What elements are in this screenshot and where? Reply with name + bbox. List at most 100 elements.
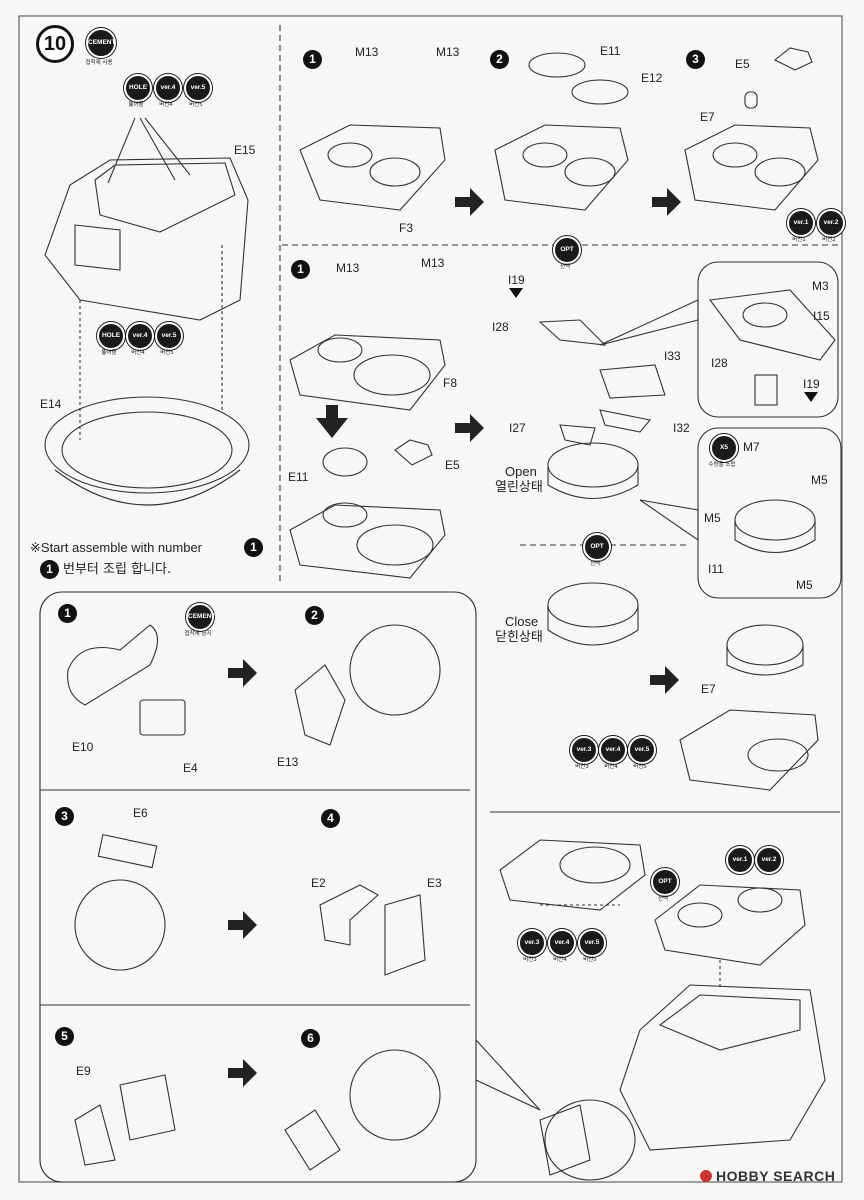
ver4-caption: 버전4: [131, 350, 145, 356]
part-label: I32: [673, 421, 690, 435]
part-label: E4: [183, 761, 198, 775]
note-en: ※Start assemble with number: [30, 540, 203, 555]
sub-step-number: 2: [305, 606, 324, 625]
ver2-badge: ver.2: [817, 209, 845, 237]
opt-caption: 선택: [657, 896, 669, 902]
part-label: E14: [40, 397, 62, 411]
part-label: M13: [436, 45, 460, 59]
hole-caption: 뚫어줌: [101, 350, 117, 356]
part-label: I11: [708, 562, 724, 576]
part-label: E7: [701, 682, 716, 696]
ver4-caption: 버전4: [553, 957, 567, 963]
ver5-caption: 버전5: [583, 957, 597, 963]
part-label: I15: [813, 309, 830, 323]
watermark: HOBBY SEARCH: [700, 1168, 835, 1184]
part-label: E6: [133, 806, 148, 820]
part-label: F3: [399, 221, 414, 235]
x5-badge: X5: [710, 434, 738, 462]
part-label: E5: [445, 458, 460, 472]
no-cement-badge: CEMENT: [186, 603, 215, 631]
sub-step-number: 1: [291, 260, 310, 279]
sub-step-number: 3: [686, 50, 705, 69]
ver4-badge: ver.4: [154, 74, 182, 102]
part-label: E10: [72, 740, 94, 754]
note-number: 1: [244, 538, 263, 557]
hole-badge: HOLE: [124, 74, 152, 102]
warning-triangle-icon: [804, 392, 818, 402]
sub-step-number: 3: [55, 807, 74, 826]
ver1-badge: ver.1: [787, 209, 815, 237]
part-label: M5: [704, 511, 721, 525]
part-label: E15: [234, 143, 256, 157]
no-cement-caption: 접착제 금지: [184, 631, 212, 637]
ver1-caption: 버전1: [792, 237, 806, 243]
hole-caption: 뚫어줌: [128, 102, 144, 108]
part-label: E12: [641, 71, 663, 85]
ver5-badge: ver.5: [628, 736, 656, 764]
part-label: F8: [443, 376, 458, 390]
opt-caption: 선택: [589, 561, 601, 567]
ver3-caption: 버전3: [523, 957, 537, 963]
ver4-badge: ver.4: [548, 929, 576, 957]
ver4-caption: 버전4: [604, 764, 618, 770]
ver3-caption: 버전3: [575, 764, 589, 770]
part-label: M5: [811, 473, 828, 487]
cement-badge: CEMENT: [86, 28, 116, 58]
part-label: E5: [735, 57, 750, 71]
warning-triangle-icon: [509, 288, 523, 298]
sub-step-number: 1: [303, 50, 322, 69]
ver2-badge: ver.2: [755, 846, 783, 874]
part-label: M3: [812, 279, 829, 293]
sub-step-number: 1: [58, 604, 77, 623]
ver5-caption: 버전5: [160, 350, 174, 356]
ver1-badge: ver.1: [726, 846, 754, 874]
sub-step-number: 4: [321, 809, 340, 828]
part-label: I19: [803, 377, 820, 391]
opt-badge: OPT: [651, 868, 679, 896]
part-label: M13: [336, 261, 360, 275]
part-label: I28: [711, 356, 728, 370]
ver2-caption: 버전2: [822, 237, 836, 243]
x5-caption: 수량을 조립: [708, 462, 736, 468]
close-state-label: Close: [505, 614, 539, 629]
ver4-badge: ver.4: [126, 322, 154, 350]
part-label: I27: [509, 421, 526, 435]
ver5-badge: ver.5: [184, 74, 212, 102]
watermark-text: HOBBY SEARCH: [716, 1168, 836, 1184]
ver5-badge: ver.5: [578, 929, 606, 957]
close-state-label-kr: 닫힌상태: [495, 630, 543, 645]
opt-badge: OPT: [583, 533, 611, 561]
part-label: M5: [796, 578, 813, 592]
part-label: M7: [743, 440, 760, 454]
open-state-label-kr: 열린상태: [495, 480, 543, 495]
ver3-badge: ver.3: [518, 929, 546, 957]
ver4-caption: 버전4: [159, 102, 173, 108]
part-label: M13: [355, 45, 379, 59]
part-label: I19: [508, 273, 525, 287]
hole-badge: HOLE: [97, 322, 125, 350]
part-label: E9: [76, 1064, 91, 1078]
sub-step-number: 6: [301, 1029, 320, 1048]
part-label: E13: [277, 755, 299, 769]
cement-caption: 접착제 사용: [85, 60, 113, 66]
part-label: I33: [664, 349, 681, 363]
open-state-label: Open: [505, 464, 537, 479]
opt-badge: OPT: [553, 236, 581, 264]
ver5-caption: 버전5: [633, 764, 647, 770]
step-number: 10: [36, 25, 74, 63]
ver3-badge: ver.3: [570, 736, 598, 764]
part-label: E11: [600, 44, 621, 58]
ver5-caption: 버전5: [189, 102, 203, 108]
ver5-badge: ver.5: [155, 322, 183, 350]
part-label: I28: [492, 320, 509, 334]
opt-caption: 선택: [559, 264, 571, 270]
part-label: E2: [311, 876, 326, 890]
sub-step-number: 2: [490, 50, 509, 69]
sub-step-number: 5: [55, 1027, 74, 1046]
part-label: E7: [700, 110, 715, 124]
hobby-search-logo-icon: [700, 1170, 712, 1182]
ver4-badge: ver.4: [599, 736, 627, 764]
part-label: E3: [427, 876, 442, 890]
